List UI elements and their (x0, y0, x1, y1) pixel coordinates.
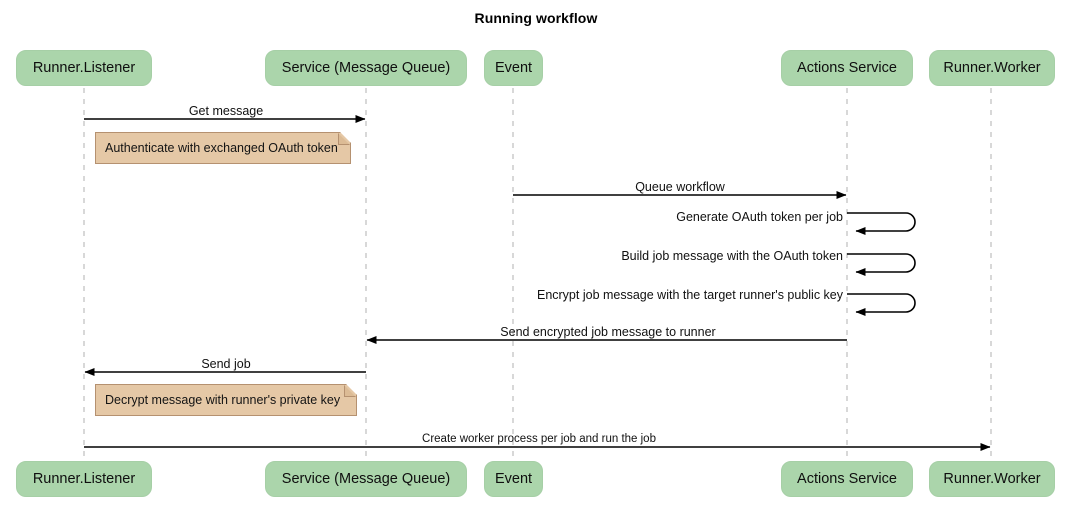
message-label-m4: Build job message with the OAuth token (621, 249, 843, 263)
note-n1: Authenticate with exchanged OAuth token (95, 132, 351, 164)
self-message-m3 (847, 212, 916, 235)
message-label-m8: Create worker process per job and run th… (422, 433, 656, 445)
note-text: Decrypt message with runner's private ke… (105, 393, 341, 407)
participant-actions-header[interactable]: Actions Service (781, 50, 913, 86)
self-message-m5 (847, 293, 916, 316)
message-label-m2: Queue workflow (635, 180, 725, 194)
participant-event-footer[interactable]: Event (484, 461, 543, 497)
participant-worker-footer[interactable]: Runner.Worker (929, 461, 1055, 497)
message-label-m1: Get message (188, 104, 264, 118)
note-n2: Decrypt message with runner's private ke… (95, 384, 357, 416)
message-arrow-group (84, 115, 991, 451)
diagram-title: Running workflow (474, 10, 598, 26)
message-label-m5: Encrypt job message with the target runn… (536, 288, 843, 302)
participant-worker-header[interactable]: Runner.Worker (929, 50, 1055, 86)
message-label-m7: Send job (201, 357, 251, 371)
participant-listener-footer[interactable]: Runner.Listener (16, 461, 152, 497)
participant-event-header[interactable]: Event (484, 50, 543, 86)
message-label-m6: Send encrypted job message to runner (500, 325, 716, 339)
participant-actions-footer[interactable]: Actions Service (781, 461, 913, 497)
note-text: Authenticate with exchanged OAuth token (105, 141, 338, 155)
participant-listener-header[interactable]: Runner.Listener (16, 50, 152, 86)
participant-queue-footer[interactable]: Service (Message Queue) (265, 461, 467, 497)
participant-queue-header[interactable]: Service (Message Queue) (265, 50, 467, 86)
self-message-m4 (847, 253, 916, 276)
lifeline-group (83, 88, 992, 461)
message-label-m3: Generate OAuth token per job (676, 210, 843, 224)
